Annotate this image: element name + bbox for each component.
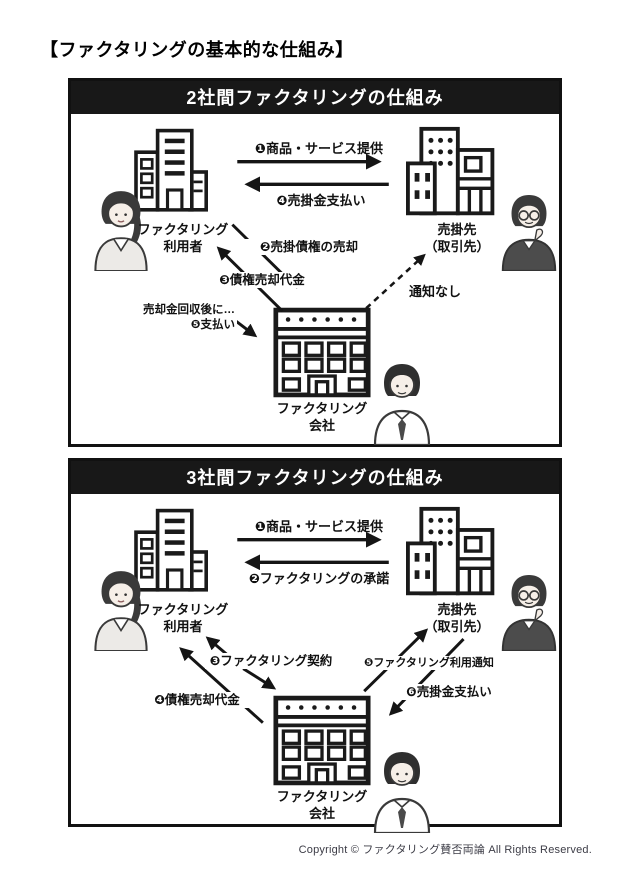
label-factoring-user: ファクタリング 利用者: [137, 222, 229, 254]
panel1-header: 2社間ファクタリングの仕組み: [71, 81, 559, 114]
flow-receivable-payment-label: ❻売掛金支払い: [393, 684, 505, 701]
panel-two-party-factoring: 2社間ファクタリングの仕組み ファクタリング 利用者 売掛先 （取引先） ファク…: [68, 78, 562, 447]
flow-factoring-contract-label: ❸ファクタリング契約: [205, 653, 337, 670]
page-title: 【ファクタリングの基本的な仕組み】: [40, 40, 354, 60]
label-partner: 売掛先 （取引先）: [424, 602, 490, 634]
flow-factoring-consent-label: ❷ファクタリングの承諾: [248, 571, 390, 586]
label-partner: 売掛先 （取引先）: [424, 222, 490, 254]
label-factoring-user: ファクタリング 利用者: [137, 602, 229, 634]
arrow-factoring-contract-down: [242, 667, 277, 690]
flow-payment-after-collection-label: 売却金回収後に… ❺支払い: [113, 303, 237, 333]
flow-sale-proceeds-label: ❹債権売却代金: [133, 692, 261, 709]
flow-sell-receivable-label: ❷売掛債権の売却: [245, 239, 373, 256]
flow-receivable-payment-label: ❹売掛金支払い: [276, 193, 366, 208]
factoring-company-building-icon: [273, 305, 371, 400]
flow-goods-service-label: ❶商品・サービス提供: [254, 519, 383, 534]
flow-usage-notice-label: ❺ファクタリング利用通知: [351, 656, 507, 671]
copyright-text: Copyright © ファクタリング賛否両論 All Rights Reser…: [298, 844, 592, 856]
label-factoring-company: ファクタリング 会社: [276, 401, 368, 433]
factoring-company-building-icon: [273, 693, 371, 788]
flow-sale-proceeds-label: ❸債権売却代金: [197, 272, 327, 289]
panel2-header: 3社間ファクタリングの仕組み: [71, 461, 559, 494]
label-factoring-company: ファクタリング 会社: [276, 789, 368, 821]
partner-building-icon: [405, 125, 503, 221]
flow-no-notice-label: 通知なし: [398, 284, 472, 301]
partner-building-icon: [405, 505, 503, 601]
flow-goods-service-label: ❶商品・サービス提供: [254, 141, 383, 156]
panel-three-party-factoring: 3社間ファクタリングの仕組み ファクタリング 利用者 売掛先 （取引先） ファク…: [68, 458, 562, 827]
arrow-receivable-payment-to-company: [388, 638, 465, 716]
